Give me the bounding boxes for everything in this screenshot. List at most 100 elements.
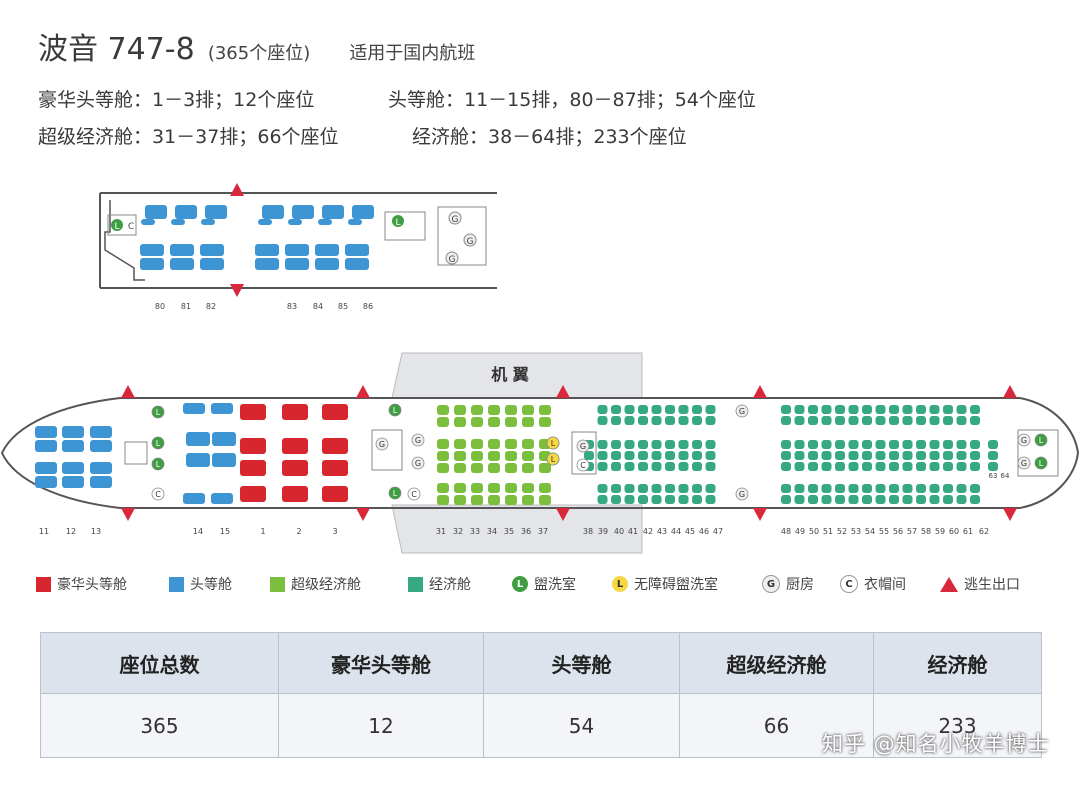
economy-seat xyxy=(808,416,818,425)
table-header: 豪华头等舱 xyxy=(278,632,484,694)
economy-seat xyxy=(611,440,621,449)
economy-seat xyxy=(821,495,832,504)
economy-seat xyxy=(970,484,980,493)
first-seat xyxy=(35,476,57,488)
galley-box xyxy=(571,431,597,475)
exit-icon xyxy=(230,284,244,297)
row-label: 59 xyxy=(935,527,945,536)
facility-marker: G xyxy=(415,436,421,445)
economy-seat xyxy=(624,462,635,471)
economy-seat xyxy=(821,451,832,460)
first-seat xyxy=(211,403,233,414)
premium-seat xyxy=(488,483,500,493)
economy-seat xyxy=(692,440,702,449)
economy-seat xyxy=(988,440,998,449)
economy-seat xyxy=(808,484,818,493)
first-seat xyxy=(170,244,194,256)
economy-seat xyxy=(970,405,980,414)
upper-deck-facilities: L C L G G G xyxy=(107,206,487,266)
first-seat xyxy=(212,453,236,467)
economy-seat xyxy=(929,405,940,414)
row-label: 60 xyxy=(949,527,959,536)
table-cell: 12 xyxy=(278,693,484,758)
economy-seat xyxy=(916,405,926,414)
economy-seat xyxy=(848,440,859,449)
luxury-seat xyxy=(240,460,266,476)
first-seat xyxy=(258,219,272,225)
economy-seat xyxy=(956,440,967,449)
economy-seat xyxy=(862,416,872,425)
row-label: 43 xyxy=(657,527,667,536)
economy-seat xyxy=(821,440,832,449)
first-seat xyxy=(315,258,339,270)
facility-marker: L xyxy=(393,489,398,498)
first-seat xyxy=(90,462,112,474)
facility-icon xyxy=(1034,433,1048,447)
economy-seat xyxy=(848,405,859,414)
economy-seat xyxy=(956,495,967,504)
economy-seat xyxy=(943,416,953,425)
exit-icon xyxy=(121,385,135,398)
first-seat xyxy=(35,462,57,474)
economy-seat xyxy=(988,462,998,471)
premium-seat xyxy=(437,451,449,461)
premium-seat xyxy=(505,483,517,493)
table-header: 超级经济舱 xyxy=(679,632,874,694)
premium-seat xyxy=(437,439,449,449)
economy-seat xyxy=(638,495,648,504)
premium-seat xyxy=(471,417,483,427)
exit-icon xyxy=(753,508,767,521)
legend-economy: 经济舱 xyxy=(408,574,471,594)
first-seat xyxy=(90,440,112,452)
facility-icon xyxy=(735,404,749,418)
economy-seat xyxy=(956,484,967,493)
facility-icon xyxy=(411,433,425,447)
facility-icon xyxy=(546,436,560,450)
seat-count-note: (365个座位) xyxy=(207,43,311,64)
facility-icon xyxy=(151,405,165,419)
economy-seat xyxy=(692,416,702,425)
first-seat xyxy=(285,244,309,256)
economy-seat xyxy=(651,416,662,425)
economy-seat xyxy=(875,462,886,471)
economy-seat xyxy=(665,405,675,414)
economy-seat xyxy=(902,484,913,493)
upper-exits xyxy=(230,183,244,297)
economy-seat xyxy=(705,484,716,493)
economy-seat xyxy=(862,495,872,504)
premium-seat xyxy=(437,495,449,505)
row-label: 31 xyxy=(436,527,446,536)
economy-seat xyxy=(597,451,608,460)
luxury-seat xyxy=(322,460,348,476)
class-economy-info: 经济舱：38－64排；233个座位 xyxy=(412,126,687,148)
economy-seat xyxy=(665,484,675,493)
economy-seat xyxy=(638,484,648,493)
first-seat xyxy=(292,205,314,219)
first-seat xyxy=(205,205,227,219)
economy-seat xyxy=(848,484,859,493)
first-seat xyxy=(183,493,205,504)
economy-seat xyxy=(848,416,859,425)
first-seat xyxy=(140,244,164,256)
facility-icon xyxy=(546,452,560,466)
row-label: 49 xyxy=(795,527,805,536)
facility-marker: C xyxy=(411,490,417,499)
premium-seat xyxy=(454,495,466,505)
economy-seat xyxy=(956,462,967,471)
economy-seat xyxy=(705,451,716,460)
lavatory-marker: L xyxy=(114,222,119,232)
first-swatch xyxy=(169,576,184,592)
luxury-seat xyxy=(282,460,308,476)
row-label: 15 xyxy=(220,527,230,536)
galley-icon: G xyxy=(762,575,780,593)
economy-seat xyxy=(821,462,832,471)
economy-seat xyxy=(889,484,899,493)
table-cell: 54 xyxy=(483,693,680,758)
economy-seat xyxy=(794,495,805,504)
economy-seat xyxy=(902,495,913,504)
row-label: 14 xyxy=(193,527,203,536)
economy-seat xyxy=(678,462,689,471)
exit-icon xyxy=(940,576,958,592)
